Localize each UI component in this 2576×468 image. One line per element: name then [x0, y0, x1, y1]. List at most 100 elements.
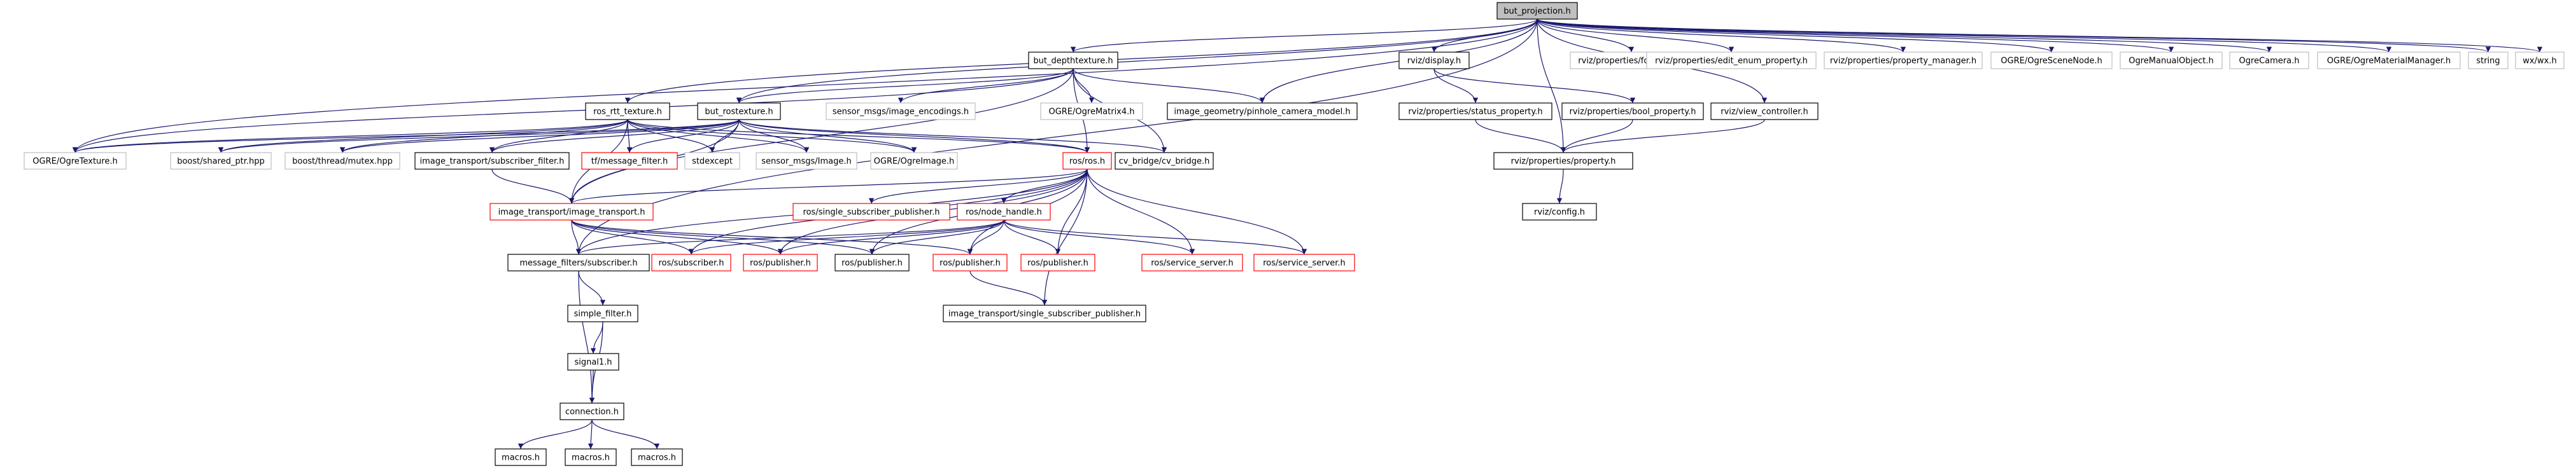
edge-but_projection-to-ogre_camera	[1537, 18, 2272, 53]
node-box	[1493, 152, 1633, 170]
node-box	[1496, 2, 1578, 20]
node-label: ros/subscriber.h	[658, 259, 724, 268]
node-label: ros/publisher.h	[841, 259, 903, 268]
node-it-image-transport[interactable]: image_transport/image_transport.h	[489, 203, 654, 221]
node-label: ros/service_server.h	[1151, 259, 1234, 268]
node-rviz-property[interactable]: rviz/properties/property.h	[1493, 152, 1633, 170]
node-label: but_rostexture.h	[705, 107, 773, 117]
dependency-edges	[72, 18, 2542, 450]
node-tf-message-filter[interactable]: tf/message_filter.h	[581, 152, 678, 170]
node-box	[170, 152, 272, 170]
edge-but_depthtexture-to-but_rostexture	[736, 68, 1074, 104]
edge-but_projection-to-string	[1537, 18, 2491, 53]
node-label: rviz/properties/property_manager.h	[1830, 57, 1976, 66]
edge-ros_ros-to-ros_publisher_d	[1055, 169, 1088, 255]
node-but-rostexture[interactable]: but_rostexture.h	[697, 102, 781, 120]
node-label: OGRE/OgreTexture.h	[32, 157, 117, 167]
node-label: image_transport/image_transport.h	[498, 208, 645, 217]
node-box	[2515, 52, 2565, 69]
edge-but_projection-to-ogre_materialmanager	[1537, 18, 2391, 53]
node-signal1[interactable]: signal1.h	[567, 353, 619, 371]
node-box	[1028, 52, 1118, 69]
node-rviz-bool-prop[interactable]: rviz/properties/bool_property.h	[1561, 102, 1704, 120]
node-ros-rtt-texture[interactable]: ros_rtt_texture.h	[585, 102, 670, 120]
node-label: macros.h	[638, 453, 676, 463]
node-box	[684, 152, 740, 170]
edge-rviz_bool_prop-to-rviz_property	[1560, 119, 1633, 153]
node-it-subscriber-filter[interactable]: image_transport/subscriber_filter.h	[414, 152, 570, 170]
node-wx: wx/wx.h	[2515, 52, 2565, 69]
node-ros-service-server-a[interactable]: ros/service_server.h	[1141, 254, 1243, 272]
node-box	[1141, 254, 1243, 272]
node-cv-bridge[interactable]: cv_bridge/cv_bridge.h	[1115, 152, 1214, 170]
node-rviz-view-ctrl[interactable]: rviz/view_controller.h	[1710, 102, 1819, 120]
node-ros-service-server-b[interactable]: ros/service_server.h	[1253, 254, 1355, 272]
edge-but_rostexture-to-ogre_image	[738, 119, 917, 153]
edge-rviz_status_prop-to-rviz_property	[1475, 119, 1566, 153]
node-box	[1990, 52, 2113, 69]
edge-rviz_view_ctrl-to-rviz_property	[1560, 119, 1765, 153]
edge-ros_ros-to-it_single_sub_pub	[1041, 169, 1088, 306]
node-ros-node-handle[interactable]: ros/node_handle.h	[957, 203, 1051, 221]
node-ros-single-sub-pub[interactable]: ros/single_subscriber_publisher.h	[792, 203, 950, 221]
edge-it_image_transport-to-ros_publisher_a	[571, 219, 784, 255]
edge-ros_ros-to-ros_service_server_a	[1087, 169, 1195, 255]
node-macros-c[interactable]: macros.h	[631, 448, 683, 466]
node-label: ros/single_subscriber_publisher.h	[803, 208, 940, 217]
node-rviz-status-prop[interactable]: rviz/properties/status_property.h	[1398, 102, 1552, 120]
node-label: wx/wx.h	[2523, 57, 2556, 66]
node-mf-subscriber[interactable]: message_filters/subscriber.h	[507, 254, 650, 272]
node-box	[1398, 102, 1552, 120]
node-simple-filter[interactable]: simple_filter.h	[567, 305, 638, 322]
edge-it_image_transport-to-mf_subscriber	[571, 219, 582, 255]
edge-ros_ros-to-ros_single_sub_pub	[868, 169, 1088, 204]
node-label: OGRE/OgreImage.h	[874, 157, 955, 167]
node-image-geometry[interactable]: image_geometry/pinhole_camera_model.h	[1167, 102, 1358, 120]
node-it-single-sub-pub[interactable]: image_transport/single_subscriber_publis…	[943, 305, 1146, 322]
node-ros-publisher-d[interactable]: ros/publisher.h	[1020, 254, 1095, 272]
node-box	[1561, 102, 1704, 120]
node-box	[567, 305, 638, 322]
node-ogre-manualobject: OgreManualObject.h	[2120, 52, 2223, 69]
edge-ros_node_handle-to-ros_service_server_a	[1003, 219, 1195, 255]
node-box	[792, 203, 950, 221]
edge-ros_ros-to-ros_node_handle	[1001, 169, 1088, 204]
node-box	[24, 152, 127, 170]
node-ros-publisher-c[interactable]: ros/publisher.h	[933, 254, 1008, 272]
node-ogre-image: OGRE/OgreImage.h	[870, 152, 958, 170]
node-label: rviz/display.h	[1407, 57, 1461, 66]
edge-but_depthtexture-to-ogre_texture	[73, 68, 1074, 153]
node-ros-subscriber[interactable]: ros/subscriber.h	[651, 254, 731, 272]
edge-but_projection-to-rviz_edit_enum	[1537, 18, 1735, 53]
node-box	[581, 152, 678, 170]
node-box	[1710, 102, 1819, 120]
node-ros-publisher-b[interactable]: ros/publisher.h	[834, 254, 910, 272]
node-macros-b[interactable]: macros.h	[565, 448, 617, 466]
node-label: image_transport/subscriber_filter.h	[419, 157, 564, 167]
node-label: tf/message_filter.h	[591, 157, 668, 167]
edge-ros_node_handle-to-ros_publisher_c	[967, 219, 1004, 255]
node-rviz-display[interactable]: rviz/display.h	[1398, 52, 1470, 69]
node-macros-a[interactable]: macros.h	[495, 448, 547, 466]
node-box	[285, 152, 400, 170]
node-box	[1115, 152, 1214, 170]
edge-ros_rtt_texture-to-boost_shared_ptr	[218, 119, 628, 153]
edge-rviz_property-to-rviz_config	[1556, 169, 1564, 204]
node-label: simple_filter.h	[574, 310, 632, 319]
node-ros-ros[interactable]: ros/ros.h	[1062, 152, 1112, 170]
node-connection[interactable]: connection.h	[560, 403, 624, 420]
node-box	[743, 254, 818, 272]
node-label: message_filters/subscriber.h	[519, 259, 637, 268]
edge-ros_rtt_texture-to-sensor_image	[627, 119, 810, 153]
edge-ros_rtt_texture-to-it_subscriber_filter	[489, 119, 628, 153]
node-box	[1824, 52, 1983, 69]
edge-but_projection-to-but_depthtexture	[1071, 18, 1538, 53]
node-label: ros/ros.h	[1069, 157, 1105, 167]
edge-but_rostexture-to-ogre_texture	[73, 119, 740, 153]
node-label: macros.h	[502, 453, 540, 463]
edge-ros_node_handle-to-ros_publisher_a	[777, 219, 1004, 255]
node-ros-publisher-a[interactable]: ros/publisher.h	[743, 254, 818, 272]
node-but-depthtexture[interactable]: but_depthtexture.h	[1028, 52, 1118, 69]
node-rviz-config[interactable]: rviz/config.h	[1522, 203, 1597, 221]
